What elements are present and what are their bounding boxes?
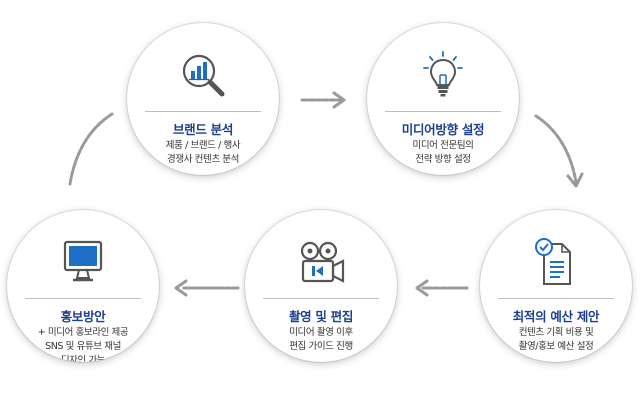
step-title: 홍보방안 <box>60 309 106 324</box>
monitor-icon <box>57 238 109 286</box>
divider <box>498 298 614 299</box>
step-promotion-plan: 홍보방안 + 미디어 홍보라인 제공 SNS 및 유튜브 채널 디자인 가능 <box>7 210 159 362</box>
desc-line: 제품 / 브랜드 / 행사 <box>165 140 241 151</box>
arrow-step1-to-step2 <box>300 88 348 112</box>
step-title: 촬영 및 편집 <box>288 309 354 324</box>
divider <box>263 298 379 299</box>
arrow-step4-to-step5 <box>172 276 240 300</box>
magnifier-chart-icon <box>177 51 229 99</box>
step-description: 미디어 촬영 이후 편집 가이드 진행 <box>253 326 389 354</box>
step-media-direction: 미디어방향 설정 미디어 전문팀의 전략 방향 설정 <box>367 23 519 175</box>
divider <box>145 111 261 112</box>
desc-line: 미디어 촬영 이후 <box>289 327 353 338</box>
divider <box>25 298 141 299</box>
step-description: 컨텐츠 기획 비용 및 촬영/홍보 예산 설정 <box>488 326 624 354</box>
arrow-step5-to-step1 <box>60 108 120 188</box>
step-brand-analysis: 브랜드 분석 제품 / 브랜드 / 행사 경쟁사 컨텐츠 분석 <box>127 23 279 175</box>
desc-line: 전략 방향 설정 <box>415 154 471 165</box>
desc-line: 미디어 전문팀의 <box>412 140 474 151</box>
step-title: 최적의 예산 제안 <box>512 309 600 324</box>
step-title: 브랜드 분석 <box>172 122 234 137</box>
step-shooting-editing: 촬영 및 편집 미디어 촬영 이후 편집 가이드 진행 <box>245 210 397 362</box>
step-description: 미디어 전문팀의 전략 방향 설정 <box>375 139 511 167</box>
desc-line: SNS 및 유튜브 채널 <box>45 341 121 352</box>
arrow-step2-to-step3 <box>528 112 586 192</box>
desc-line: 편집 가이드 진행 <box>289 341 353 352</box>
step-description: + 미디어 홍보라인 제공 SNS 및 유튜브 채널 디자인 가능 <box>15 326 151 362</box>
step-description: 제품 / 브랜드 / 행사 경쟁사 컨텐츠 분석 <box>135 139 271 167</box>
video-camera-icon <box>295 238 347 286</box>
lightbulb-icon <box>417 51 469 99</box>
desc-line: 경쟁사 컨텐츠 분석 <box>167 154 239 165</box>
step-budget-proposal: 최적의 예산 제안 컨텐츠 기획 비용 및 촬영/홍보 예산 설정 <box>480 210 632 362</box>
desc-line: 디자인 가능 <box>60 355 106 362</box>
desc-line: 컨텐츠 기획 비용 및 <box>518 327 594 338</box>
desc-line: 촬영/홍보 예산 설정 <box>518 341 594 352</box>
divider <box>385 111 501 112</box>
step-title: 미디어방향 설정 <box>401 122 485 137</box>
checklist-document-icon <box>530 238 582 286</box>
desc-line: + 미디어 홍보라인 제공 <box>37 327 129 338</box>
arrow-step3-to-step4 <box>413 276 469 300</box>
